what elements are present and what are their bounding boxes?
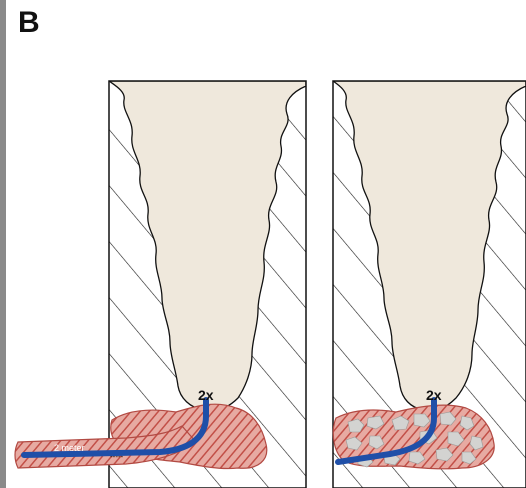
right-pipe-label: 2x	[426, 387, 442, 403]
left-figure: 2x 2 meter -----	[15, 81, 306, 488]
left-hose-length-label: 2 meter	[54, 443, 85, 453]
left-hose-dashes: -----	[110, 452, 124, 461]
right-figure: 2x	[333, 81, 526, 488]
left-pipe-label: 2x	[198, 387, 214, 403]
